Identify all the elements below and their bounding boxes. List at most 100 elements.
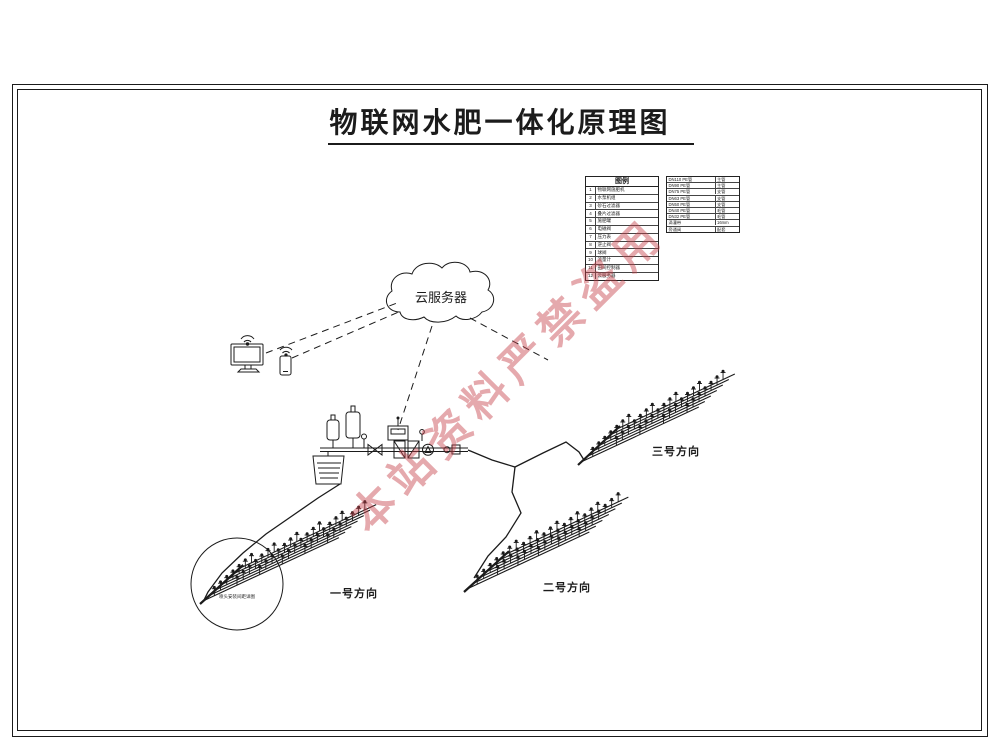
drawing-frame-inner [17, 89, 982, 731]
sprinkler-icon [649, 402, 655, 413]
lateral-pipe-line [499, 502, 623, 561]
sprinkler-icon [310, 526, 316, 537]
legend-cell: DN90 PE管 [668, 183, 691, 189]
lateral-pipe-line [208, 531, 346, 596]
sprinkler-icon [602, 435, 608, 446]
detail-circle: 喷头安装间距详图 [190, 537, 284, 631]
legend-cell: 12 [586, 272, 596, 280]
legend-cell: 1 [586, 187, 596, 194]
legend-cell: DN110 PE管 [668, 177, 693, 183]
legend-row: DN40 PE管毛管 [667, 208, 739, 215]
legend-cell: 滴灌带 [668, 220, 682, 226]
legend-cell: 7 [586, 233, 596, 241]
legend-cell: 主管 [715, 177, 739, 183]
legend-cell: 流量计 [597, 257, 612, 263]
sprinkler-icon [590, 446, 596, 457]
legend-cell: 8 [586, 241, 596, 249]
title-underline [328, 143, 694, 145]
lateral-pipe-line [202, 537, 340, 602]
sprinkler-icon [339, 510, 345, 521]
sprinkler-icon [626, 413, 632, 424]
legend-cell: 压力表 [597, 233, 612, 239]
sprinkler-icon [574, 511, 580, 521]
sprinkler-icon [349, 511, 355, 521]
legend-cell: 毛管 [715, 208, 739, 214]
sprinkler-icon [714, 375, 720, 386]
legend-cell: 逆止阀 [597, 241, 612, 247]
field-grid-1 [199, 500, 377, 605]
field-supply-pipe [203, 441, 585, 601]
sprinkler-icon [327, 521, 333, 532]
fertilizer-tank-icon [345, 405, 361, 448]
legend-cell: 田间控制器 [597, 265, 621, 271]
legend-cell: 物联网施肥机 [597, 187, 625, 193]
legend-cell: DN63 PE管 [668, 195, 691, 201]
legend-cell: 支管 [715, 189, 739, 195]
sprinkler-icon [643, 408, 649, 419]
sprinkler-icon [249, 552, 255, 563]
sprinkler-icon [288, 537, 294, 548]
sprinkler-icon [720, 369, 726, 380]
legend-row: 滴灌带 16mm [667, 220, 739, 227]
legend-row: DN90 PE管 主管 [667, 183, 739, 190]
legend-cell: 云服务器 [597, 272, 616, 278]
sprinkler-icon [527, 535, 533, 546]
legend-row: DN75 PE管支管 [667, 189, 739, 196]
sprinkler-icon [696, 380, 702, 391]
flow-meter-icon [443, 444, 461, 455]
sprinkler-icon [474, 574, 480, 585]
legend-cell: 球阀 [597, 249, 607, 255]
sprinkler-icon [259, 553, 265, 564]
sprinkler-icon [218, 580, 224, 591]
wifi-icon [279, 346, 293, 357]
sprinkler-icon [487, 562, 493, 573]
sprinkler-icon [521, 541, 527, 552]
field-label-3: 三号方向 [652, 446, 700, 458]
lateral-pipe-line [227, 515, 364, 580]
legend-cell: 16mm [715, 220, 739, 226]
pressure-gauge-icon [361, 429, 425, 448]
sprinkler-icon [224, 574, 230, 585]
sprinkler-icon [333, 516, 339, 526]
legend-cell: 4 [586, 210, 596, 218]
phone-icon [279, 355, 292, 376]
legend-row: DN50 PE管支管 [667, 201, 739, 208]
lateral-pipe-line [221, 520, 358, 585]
sprinkler-icon [620, 419, 626, 430]
sprinkler-icon [362, 500, 368, 510]
sprinkler-icon [608, 430, 614, 441]
lateral-pipe-line [492, 508, 616, 567]
lateral-pipe-line [505, 496, 629, 555]
lateral-pipe-line [466, 531, 590, 590]
network-link-dashed [265, 302, 549, 431]
legend-cell: 3 [586, 202, 596, 210]
legend-cell: 2 [586, 194, 596, 202]
field-grid-3 [577, 369, 736, 466]
sprinkler-icon [236, 563, 242, 574]
filter-icon [393, 440, 420, 459]
sprinkler-icon [211, 585, 217, 596]
sprinkler-icon [547, 526, 553, 537]
legend-cell: 9 [586, 249, 596, 257]
lateral-pipe-line [486, 514, 610, 573]
lateral-pipe-line [215, 526, 352, 591]
lateral-pipe-line [233, 509, 371, 574]
sprinkler-icon [596, 441, 602, 452]
legend-cell: 电磁阀 [597, 226, 612, 232]
legend-cell: 主管 [715, 183, 739, 189]
fertilizer-tank-icon [326, 414, 340, 448]
legend-cell: 叠片过滤器 [597, 210, 621, 216]
legend-cell: DN32 PE管 [668, 214, 691, 220]
legend-cell: 旁通阀 [668, 226, 682, 232]
